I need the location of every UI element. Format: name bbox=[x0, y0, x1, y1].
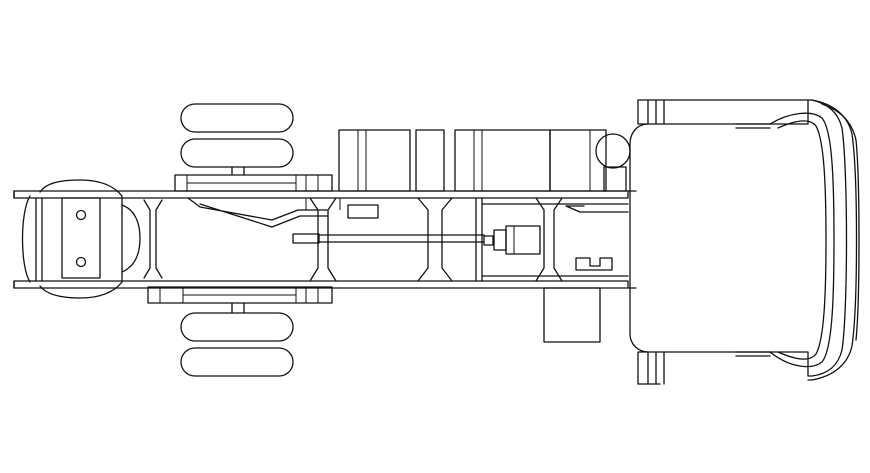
side-box-4 bbox=[549, 129, 607, 192]
rear-right-tire-inner bbox=[180, 312, 294, 342]
gearbox bbox=[505, 225, 541, 255]
cab-post-top bbox=[637, 99, 649, 125]
cross-member-2 bbox=[417, 197, 453, 282]
side-box-3 bbox=[454, 129, 551, 192]
rear-cross-member bbox=[143, 199, 163, 279]
rear-left-tire-inner bbox=[180, 138, 294, 168]
front-bumper-outer bbox=[807, 99, 858, 381]
rear-left-tire-outer bbox=[180, 103, 294, 133]
gearbox-coupling bbox=[493, 229, 507, 251]
rear-axle-assembly bbox=[21, 179, 163, 299]
rear-right-tire-outer bbox=[180, 347, 294, 377]
air-tank bbox=[595, 133, 631, 169]
front-bumper-inner bbox=[821, 103, 860, 341]
lower-side-box bbox=[543, 287, 601, 343]
cab-post-bottom bbox=[637, 351, 649, 385]
frame-rails bbox=[13, 190, 629, 289]
rear-right-leaf-spring bbox=[147, 286, 333, 304]
windshield-outer bbox=[769, 112, 835, 368]
diagonal-brace bbox=[187, 197, 329, 228]
drive-shaft-end bbox=[292, 233, 320, 244]
inner-frame-details bbox=[187, 197, 629, 282]
rear-right-wheel-set bbox=[147, 286, 333, 377]
front-diagonal bbox=[565, 205, 629, 213]
windshield-inner bbox=[777, 120, 827, 360]
rear-drum-left-cap bbox=[21, 195, 31, 283]
side-box-2 bbox=[415, 129, 445, 192]
side-mounted-boxes bbox=[338, 129, 631, 343]
cab-body bbox=[629, 99, 848, 377]
rear-drum-right-bulge bbox=[121, 204, 141, 273]
rear-axle-bolt-bottom bbox=[75, 256, 87, 268]
front-bracket bbox=[575, 257, 613, 271]
rear-left-wheel-set bbox=[174, 103, 333, 192]
air-tank-mount bbox=[603, 166, 627, 192]
bracket-1 bbox=[347, 204, 379, 219]
side-box-1 bbox=[338, 129, 411, 192]
cab bbox=[627, 99, 860, 385]
rear-drum-outline bbox=[39, 179, 123, 299]
upper-frame-rail bbox=[13, 190, 629, 199]
u-joint bbox=[483, 235, 494, 246]
rear-axle-bolt-top bbox=[75, 209, 87, 221]
cross-member-1 bbox=[309, 197, 337, 282]
